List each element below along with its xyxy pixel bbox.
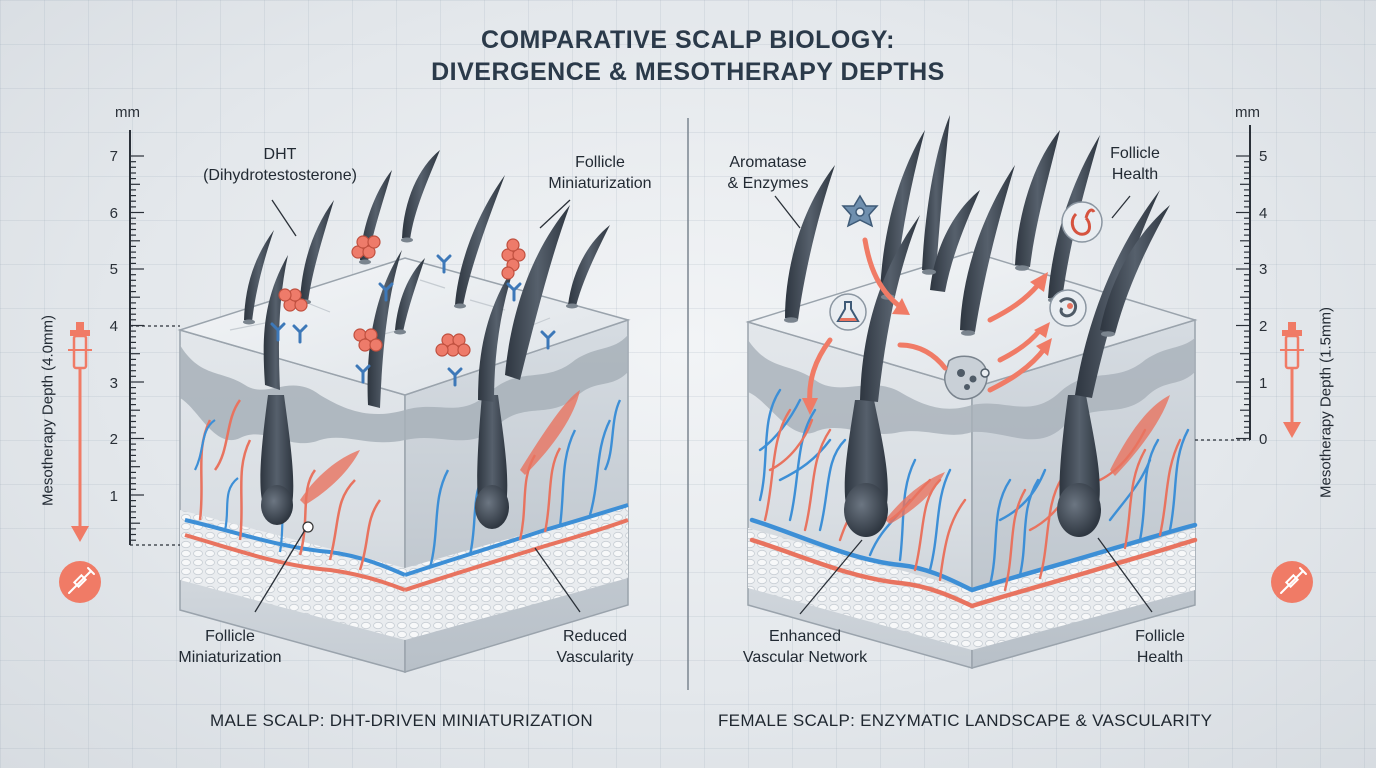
left-tick-1: 1 bbox=[110, 488, 118, 505]
follicle-health-bottom-label: Follicle Health bbox=[1115, 626, 1205, 668]
left-syringe-badge-icon bbox=[59, 561, 101, 603]
follicle-health-top-line1: Follicle bbox=[1110, 145, 1160, 162]
dht-molecule-icon bbox=[278, 235, 526, 357]
aromatase-label: Aromatase & Enzymes bbox=[698, 152, 838, 194]
male-follicle-bulb-side bbox=[475, 395, 509, 529]
aromatase-enzyme-icon bbox=[841, 194, 879, 228]
right-tick-1: 1 bbox=[1259, 375, 1267, 392]
follicle-health-bottom-line2: Health bbox=[1136, 649, 1184, 666]
left-tick-7: 7 bbox=[110, 148, 118, 165]
right-tick-4: 4 bbox=[1259, 205, 1267, 222]
right-tick-2: 2 bbox=[1259, 318, 1267, 335]
left-tick-3: 3 bbox=[110, 375, 118, 392]
right-syringe-badge-icon bbox=[1271, 561, 1313, 603]
androgen-receptor-icon bbox=[270, 254, 556, 387]
left-depth-ruler: 7 6 5 4 3 2 1 mm bbox=[110, 104, 180, 546]
left-tick-4: 4 bbox=[110, 318, 118, 335]
enzyme-complex-icon bbox=[944, 355, 990, 400]
follicle-cross-section-icon bbox=[1049, 289, 1087, 327]
left-tick-2: 2 bbox=[110, 431, 118, 448]
dht-label-line2: (Dihydrotestosterone) bbox=[203, 167, 357, 184]
left-mesotherapy-depth-label: Mesotherapy Depth (4.0mm) bbox=[39, 315, 57, 506]
vascularity-line1: Reduced bbox=[562, 628, 628, 645]
vascularity-line2: Vascularity bbox=[556, 649, 634, 666]
aromatase-line2: & Enzymes bbox=[727, 175, 809, 192]
follicle-top-line2: Miniaturization bbox=[548, 175, 652, 192]
male-follicle-bulb-front bbox=[260, 395, 314, 533]
follicle-bottom-line2: Miniaturization bbox=[178, 649, 282, 666]
title-line-2: DIVERGENCE & MESOTHERAPY DEPTHS bbox=[431, 58, 945, 86]
male-epidermis-band-front bbox=[180, 345, 405, 444]
title-line-1: COMPARATIVE SCALP BIOLOGY: bbox=[481, 26, 895, 54]
reduced-vascularity-label: Reduced Vascularity bbox=[520, 626, 670, 668]
left-scale-unit: mm bbox=[115, 104, 140, 121]
follicle-health-top-line2: Health bbox=[1111, 166, 1159, 183]
follicle-health-bottom-line1: Follicle bbox=[1135, 628, 1185, 645]
right-mesotherapy-depth-label: Mesotherapy Depth (1.5mm) bbox=[1317, 307, 1335, 498]
enhanced-vascular-network-label: Enhanced Vascular Network bbox=[720, 626, 890, 668]
male-hair-strands bbox=[244, 150, 610, 408]
right-depth-ruler: 5 4 3 2 1 0 mm bbox=[1195, 104, 1267, 448]
male-epidermis-band-side bbox=[405, 335, 628, 441]
right-tick-5: 5 bbox=[1259, 148, 1267, 165]
right-tick-3: 3 bbox=[1259, 261, 1267, 278]
female-follicle-bulb-side bbox=[1057, 395, 1101, 537]
male-scalp-caption: MALE SCALP: DHT-DRIVEN MINIATURIZATION bbox=[210, 711, 593, 730]
network-line1: Enhanced bbox=[768, 628, 842, 645]
follicle-health-top-label: Follicle Health bbox=[1090, 143, 1180, 185]
follicle-miniaturization-bottom-label: Follicle Miniaturization bbox=[150, 626, 310, 668]
female-scalp-block bbox=[745, 115, 1198, 669]
female-hair-strands bbox=[785, 115, 1170, 402]
right-tick-0: 0 bbox=[1259, 431, 1267, 448]
healthy-follicle-icon bbox=[1061, 201, 1103, 243]
male-fat-layer-front bbox=[180, 510, 405, 640]
network-line2: Vascular Network bbox=[742, 649, 868, 666]
right-scale-unit: mm bbox=[1235, 104, 1260, 121]
left-tick-6: 6 bbox=[110, 205, 118, 222]
female-scalp-caption: FEMALE SCALP: ENZYMATIC LANDSCAPE & VASC… bbox=[718, 711, 1213, 730]
right-syringe-icon bbox=[1280, 322, 1304, 438]
male-scalp-block bbox=[177, 150, 631, 674]
left-syringe-icon bbox=[68, 322, 92, 542]
dht-label: DHT (Dihydrotestosterone) bbox=[180, 144, 380, 186]
follicle-miniaturization-top-label: Follicle Miniaturization bbox=[520, 152, 680, 194]
arrowheads bbox=[802, 272, 1052, 415]
follicle-bottom-line1: Follicle bbox=[205, 628, 255, 645]
dht-label-line1: DHT bbox=[263, 146, 297, 163]
left-tick-5: 5 bbox=[110, 261, 118, 278]
follicle-top-line1: Follicle bbox=[575, 154, 625, 171]
female-follicle-bulb-front bbox=[844, 400, 888, 537]
aromatase-line1: Aromatase bbox=[729, 154, 807, 171]
flask-icon bbox=[829, 293, 867, 331]
